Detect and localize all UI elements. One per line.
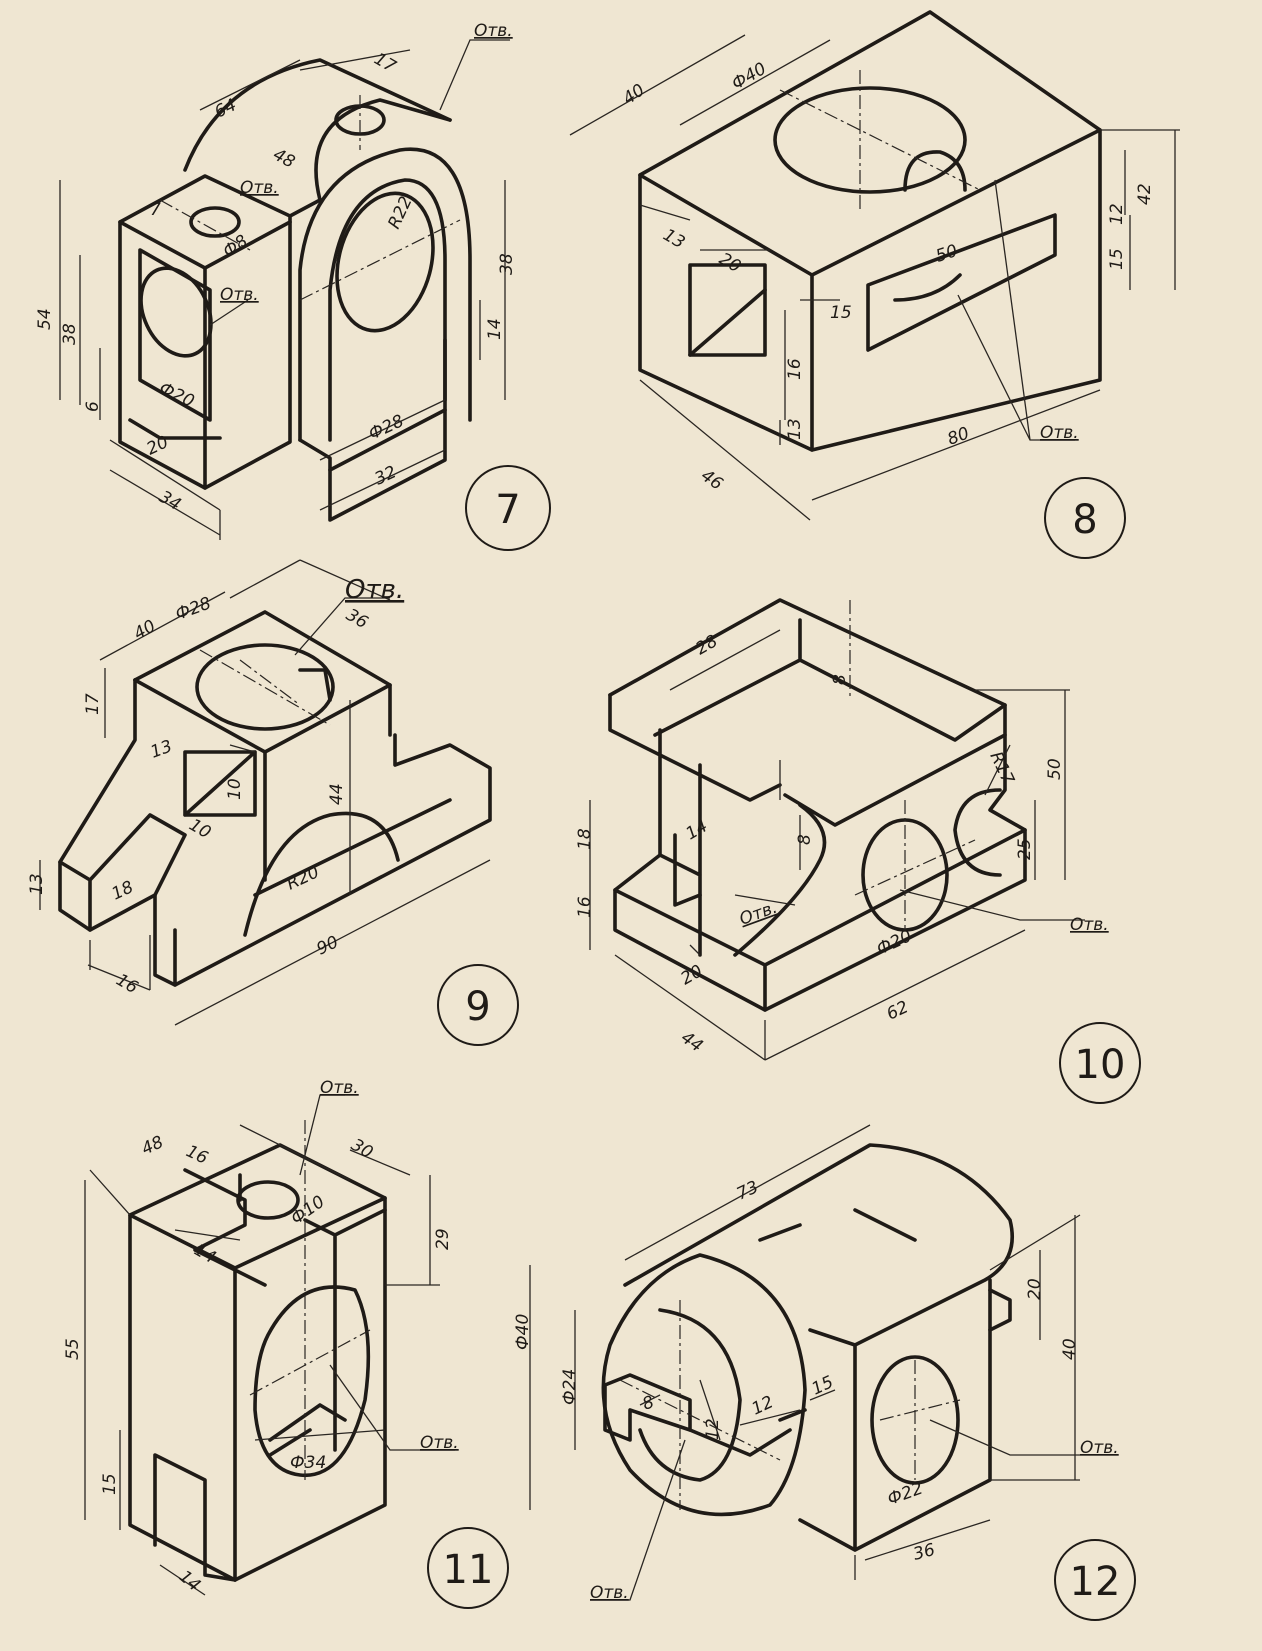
dim-label: 90: [314, 932, 342, 959]
dim-label: 15: [809, 1372, 837, 1399]
figure-number-circle: [1059, 1022, 1141, 1104]
figure-10: 28 8 R17 50 8 18 14 25 16 Ф20 20 44 62 О…: [575, 598, 1141, 1104]
dim-label: 55: [63, 1338, 83, 1360]
dim-label: 40: [131, 616, 160, 644]
figure-number-circle: [465, 465, 551, 551]
dim-label: 17: [83, 693, 103, 715]
dim-label: 13: [660, 225, 689, 253]
dim-label: Ф34: [290, 1453, 326, 1473]
dim-label: 20: [716, 249, 745, 277]
dim-label: 29: [433, 1228, 453, 1250]
dim-label: 36: [911, 1540, 937, 1565]
figure-number-circle: [1044, 477, 1126, 559]
dim-label: 36: [343, 605, 372, 633]
dim-label: 15: [100, 1473, 120, 1495]
dim-label: Ф20: [156, 378, 197, 411]
figure-number: 7: [495, 487, 520, 533]
dim-label: 38: [497, 253, 517, 275]
dim-label: 14: [485, 318, 505, 340]
dim-label: 13: [785, 418, 805, 440]
dim-label: Ф28: [173, 593, 214, 624]
dim-label: 8: [830, 674, 850, 685]
hole-label: Отв.: [345, 575, 404, 605]
dim-label: 7: [150, 200, 161, 220]
figure-number: 10: [1075, 1042, 1126, 1088]
dim-label: 12: [1107, 203, 1127, 225]
dim-label: 6: [83, 401, 103, 412]
figure-9: 40 Ф28 36 17 13 10 10 44 13 18 R20 16 90…: [27, 559, 519, 1046]
dim-label: Ф22: [885, 1478, 926, 1509]
dim-label: 48: [270, 145, 299, 173]
dim-label: Ф24: [560, 1369, 580, 1405]
dim-label: Ф40: [729, 59, 770, 94]
dim-label: 46: [697, 466, 726, 495]
figure-number-circle: [1054, 1539, 1136, 1621]
hole-label: Отв.: [320, 1078, 359, 1098]
figure-number: 8: [1072, 497, 1097, 543]
dim-label: 73: [734, 1177, 762, 1204]
hole-label: Отв.: [590, 1583, 629, 1603]
dim-label: 48: [139, 1132, 167, 1159]
dim-label: Ф20: [874, 926, 915, 959]
dim-label: 44: [677, 1028, 706, 1057]
dim-label: 80: [945, 424, 972, 450]
figure-number: 9: [465, 984, 490, 1030]
dim-label: 15: [1107, 248, 1127, 270]
dim-label: 20: [1025, 1278, 1045, 1300]
dim-label: 15: [830, 303, 852, 323]
hole-label: Отв.: [1040, 423, 1079, 443]
hole-label: Отв.: [737, 898, 780, 930]
dim-label: Ф40: [513, 1314, 533, 1350]
figure-number-circle: [427, 1527, 509, 1609]
figure-8: 40 Ф40 13 20 50 15 12 42 15 16 13 46 80 …: [569, 10, 1180, 559]
dim-label: 16: [113, 970, 142, 998]
dim-label: 8: [640, 1392, 657, 1415]
dim-label: 16: [785, 358, 805, 380]
figure-11: 48 30 16 Ф10 14 29 55 15 Ф34 14 Отв. Отв…: [63, 1078, 509, 1609]
dim-label: 54: [35, 308, 55, 330]
dim-label: 18: [109, 877, 137, 904]
figure-7: 17 64 48 R22 7 Ф8 54 38 38 Ф20 6 20 34 1…: [35, 21, 551, 551]
dim-label: R20: [284, 862, 323, 894]
hole-label: Отв.: [220, 285, 259, 305]
hole-label: Отв.: [1080, 1438, 1119, 1458]
dim-label: 44: [327, 783, 347, 805]
dim-label: 16: [575, 896, 595, 918]
dim-label: R17: [985, 749, 1017, 788]
dim-label: 25: [1015, 838, 1035, 860]
dim-label: 42: [1135, 183, 1155, 205]
figure-12: 73 Ф40 Ф24 20 40 12 15 8 12 Ф22 36 Отв. …: [513, 1124, 1136, 1621]
hole-label: Отв.: [240, 178, 279, 198]
figure-number-circle: [437, 964, 519, 1046]
dim-label: 62: [884, 997, 912, 1024]
dim-label: 12: [749, 1392, 777, 1419]
figure-number: 12: [1070, 1559, 1121, 1605]
dim-label: 40: [1060, 1338, 1080, 1360]
dim-label: 13: [148, 737, 175, 763]
dim-label: 12: [703, 1418, 723, 1440]
hole-label: Отв.: [1070, 915, 1109, 935]
hole-label: Отв.: [474, 21, 513, 41]
dim-label: 38: [60, 323, 80, 345]
dim-label: 13: [27, 873, 47, 895]
dim-label: 50: [1045, 758, 1065, 780]
dim-label: 8: [795, 834, 815, 845]
dim-label: 14: [191, 1240, 220, 1268]
figure-number: 11: [443, 1547, 494, 1593]
dim-label: Ф10: [287, 1192, 328, 1229]
dim-label: 50: [933, 241, 960, 267]
dim-label: 14: [683, 816, 712, 844]
dim-label: 10: [186, 815, 215, 843]
dim-label: 18: [575, 828, 595, 850]
dim-label: 10: [225, 778, 245, 800]
dim-label: 16: [183, 1141, 211, 1168]
hole-label: Отв.: [420, 1433, 459, 1453]
